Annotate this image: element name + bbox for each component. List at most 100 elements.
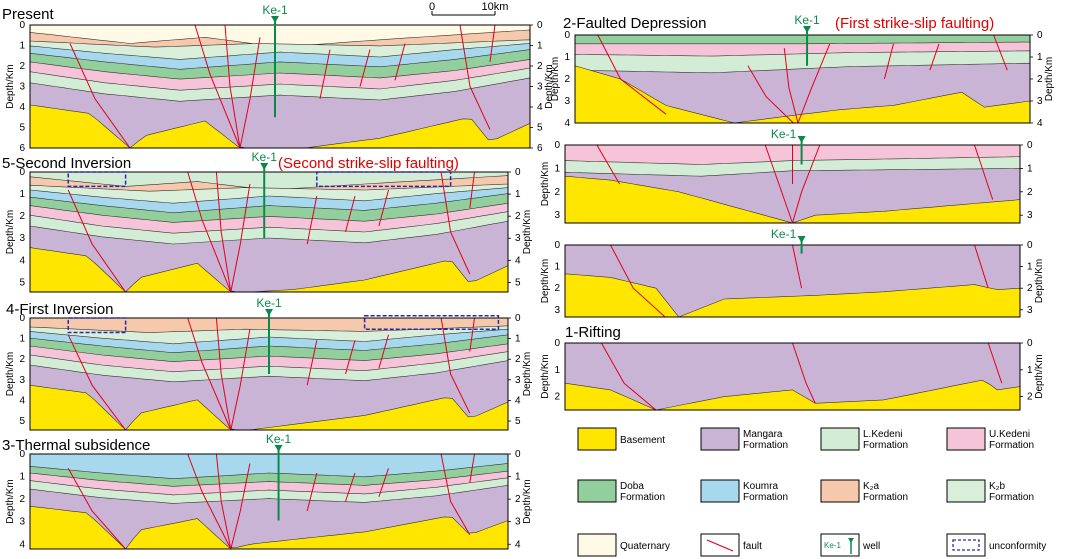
well-marker-icon: [803, 26, 812, 33]
depth-axis-label: Depth/Km: [540, 259, 551, 303]
depth-axis-label-right: Depth/Km: [544, 64, 555, 108]
basement-layer: [574, 65, 1031, 124]
depth-tick-left: 1: [19, 472, 25, 483]
fault-line: [993, 34, 1008, 71]
fault-line: [69, 43, 131, 149]
well-label: Ke-1: [771, 227, 797, 241]
fault-line: [394, 43, 406, 81]
depth-tick-right: 0: [515, 449, 521, 460]
panel-title: 1-Rifting: [565, 324, 621, 341]
fault-line: [596, 144, 621, 185]
depth-tick-left: 0: [554, 240, 560, 251]
depth-tick-right: 4: [515, 539, 521, 550]
well-label: Ke-1: [794, 13, 820, 27]
depth-tick-left: 3: [19, 233, 25, 244]
depth-tick-left: 2: [554, 392, 560, 403]
depth-tick-left: 2: [554, 187, 560, 198]
depth-axis-label: Depth/Km: [5, 210, 16, 254]
depth-tick-right: 0: [1027, 140, 1033, 151]
depth-tick-left: 1: [19, 334, 25, 345]
depth-tick-right: 3: [1037, 96, 1043, 107]
depth-tick-left: 2: [19, 61, 25, 72]
depth-tick-right: 4: [515, 255, 521, 266]
depth-tick-left: 4: [19, 102, 25, 113]
mangara-layer: [29, 77, 531, 149]
depth-tick-right: 1: [515, 334, 521, 345]
fault-line: [345, 195, 356, 233]
depth-tick-right: 0: [1027, 338, 1033, 349]
fault-line: [974, 244, 989, 289]
well-marker-icon: [797, 236, 806, 243]
depth-tick-left: 0: [19, 313, 25, 324]
basement-layer: [564, 175, 1021, 224]
legend-label-line2: Formation: [743, 492, 788, 503]
section-frame: [29, 453, 509, 550]
depth-tick-left: 6: [19, 143, 25, 154]
well-label: Ke-1: [262, 3, 288, 17]
fault-line: [194, 24, 241, 149]
legend-label-line2: Formation: [863, 492, 908, 503]
legend-swatch: [700, 479, 740, 503]
fault-line: [764, 144, 793, 224]
section-frame: [29, 171, 509, 293]
depth-tick-right: 2: [515, 354, 521, 365]
depth-tick-right: 0: [515, 167, 521, 178]
legend-label: Koumra: [743, 481, 778, 492]
fault-line: [600, 342, 657, 411]
fault-line: [929, 43, 940, 71]
fault-line: [187, 453, 232, 550]
well-marker-icon: [265, 309, 273, 316]
well-label: Ke-1: [771, 127, 797, 141]
depth-tick-left: 1: [554, 262, 560, 273]
depth-axis-label: Depth/Km: [5, 64, 16, 108]
fault-line: [469, 171, 475, 209]
well-legend-label: Ke-1: [824, 541, 841, 550]
fault-icon: [706, 539, 734, 552]
legend-swatch: [700, 427, 740, 451]
fault-line: [797, 43, 831, 124]
section-frame: [564, 244, 1021, 318]
depth-tick-right: 3: [515, 375, 521, 386]
depth-tick-right: 2: [515, 211, 521, 222]
depth-tick-right: 1: [1027, 163, 1033, 174]
legend-label: well: [862, 541, 880, 552]
depth-tick-right: 5: [537, 123, 543, 134]
legend-label: Mangara: [743, 429, 783, 440]
depth-tick-right: 2: [537, 61, 543, 72]
depth-tick-right: 2: [1027, 283, 1033, 294]
fault-line: [306, 472, 318, 512]
depth-tick-left: 2: [19, 354, 25, 365]
fault-line: [378, 468, 389, 497]
depth-axis-label-right: Depth/Km: [1034, 354, 1045, 398]
basement-layer: [564, 379, 1021, 411]
legend-item: Quaternary: [577, 533, 670, 557]
section-frame: [564, 144, 1021, 224]
fault-line: [489, 24, 496, 62]
legend-label-line2: Formation: [863, 440, 908, 451]
legend-label-line2: Formation: [989, 492, 1034, 503]
depth-tick-left: 3: [19, 82, 25, 93]
depth-tick-left: 4: [19, 395, 25, 406]
depth-tick-right: 3: [1027, 210, 1033, 221]
depth-tick-left: 4: [564, 118, 570, 129]
legend-item: Basement: [577, 427, 665, 451]
fault-line: [319, 49, 331, 99]
depth-tick-left: 5: [19, 277, 25, 288]
legend-label: Basement: [620, 435, 665, 446]
fault-line: [215, 453, 232, 550]
depth-tick-left: 0: [19, 20, 25, 31]
legend-swatch: [577, 479, 617, 503]
well-marker-icon: [848, 538, 854, 543]
depth-tick-left: 2: [19, 494, 25, 505]
fault-line: [230, 463, 251, 550]
